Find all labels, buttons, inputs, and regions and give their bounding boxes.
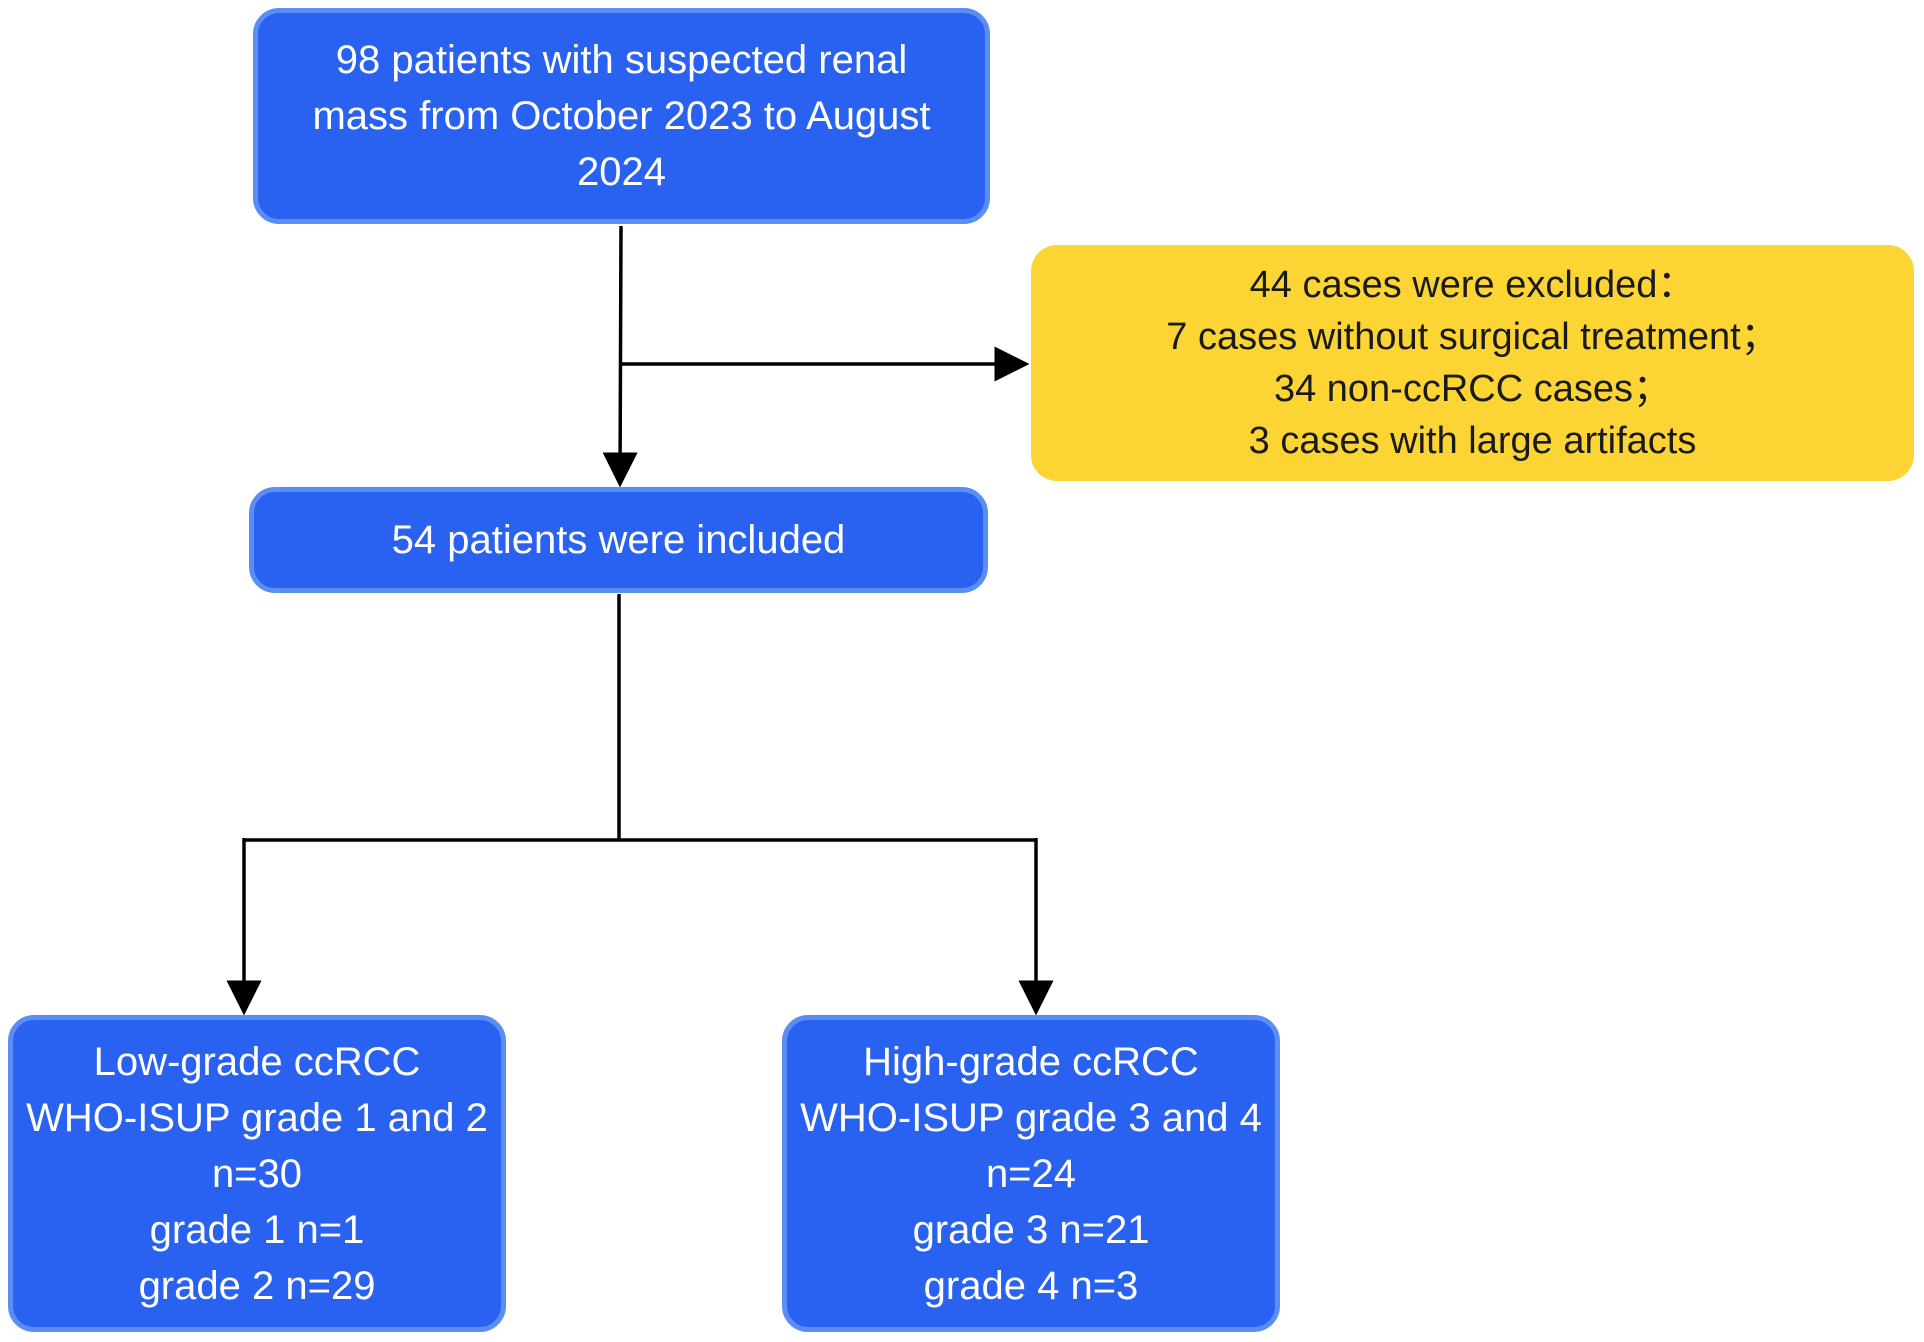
high-grade-box-line: grade 3 n=21	[912, 1207, 1150, 1252]
high-grade-box-line: High-grade ccRCC	[863, 1039, 1199, 1084]
low-grade-box: Low-grade ccRCC WHO-ISUP grade 1 and 2 n…	[8, 1015, 506, 1332]
low-grade-box-line: WHO-ISUP grade 1 and 2	[26, 1095, 488, 1140]
excluded-box-line: 34 non-ccRCC cases；	[1273, 368, 1672, 410]
excluded-box-line: 44 cases were excluded：	[1249, 264, 1696, 306]
low-grade-box-line: grade 2 n=29	[138, 1263, 376, 1308]
low-grade-box-line: n=30	[211, 1151, 303, 1196]
start-box-line: mass from October 2023 to August	[312, 94, 931, 138]
start-box-line: 98 patients with suspected renal	[335, 38, 908, 82]
high-grade-box-line: WHO-ISUP grade 3 and 4	[800, 1095, 1262, 1140]
excluded-box-line: 3 cases with large artifacts	[1248, 420, 1697, 462]
start-box-line: 2024	[577, 150, 666, 194]
high-grade-box-line: n=24	[985, 1151, 1077, 1196]
high-grade-box: High-grade ccRCC WHO-ISUP grade 3 and 4 …	[782, 1015, 1280, 1332]
high-grade-box-line: grade 4 n=3	[923, 1263, 1139, 1308]
start-box: 98 patients with suspected renal mass fr…	[253, 8, 990, 224]
low-grade-box-line: Low-grade ccRCC	[93, 1039, 421, 1084]
low-grade-box-line: grade 1 n=1	[149, 1207, 365, 1252]
excluded-box: 44 cases were excluded： 7 cases without …	[1031, 245, 1914, 481]
included-box-line: 54 patients were included	[391, 518, 846, 562]
excluded-box-line: 7 cases without surgical treatment；	[1166, 316, 1779, 358]
arrow-start-to-included	[602, 225, 638, 488]
included-box: 54 patients were included	[249, 487, 988, 593]
